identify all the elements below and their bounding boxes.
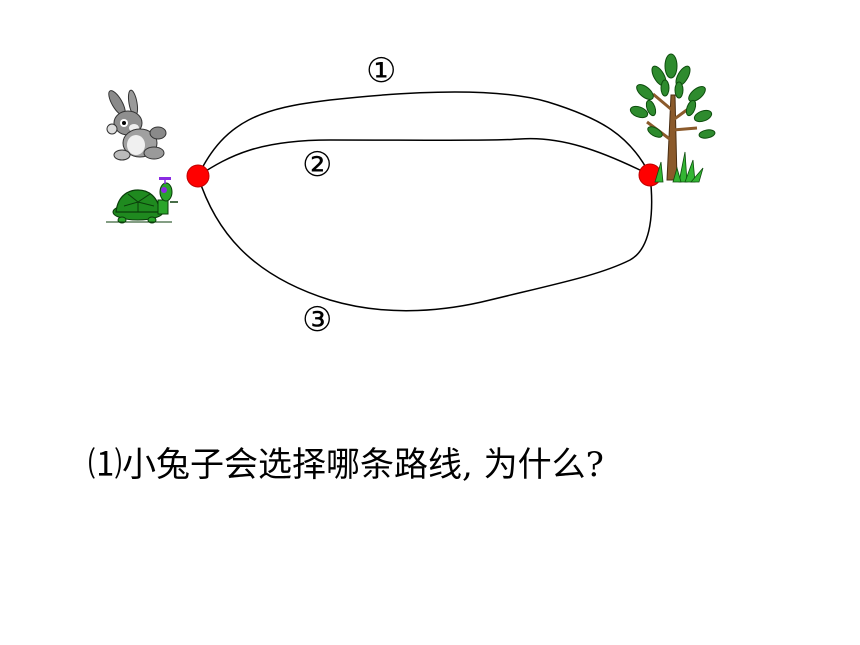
route-3-label: ③: [302, 300, 333, 340]
route-3-path: [197, 174, 653, 312]
route-2-path: [197, 137, 651, 177]
route-2-label: ②: [302, 145, 333, 185]
question-text: ⑴小兔子会选择哪条路线, 为什么?: [88, 445, 604, 485]
tree-icon: [629, 53, 716, 183]
turtle-icon: [106, 177, 178, 224]
rabbit-icon: [106, 89, 167, 161]
start-point: [186, 164, 210, 188]
route-1-path: [197, 91, 651, 177]
route-1-label: ①: [366, 51, 397, 91]
